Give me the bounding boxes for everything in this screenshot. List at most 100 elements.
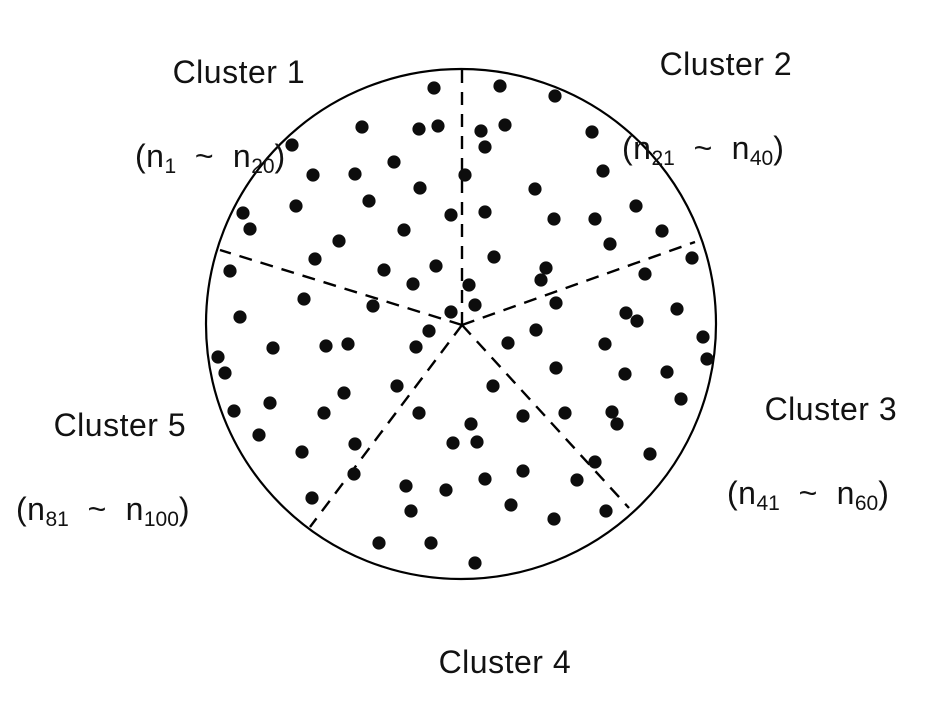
- subscript: 40: [749, 146, 774, 170]
- sample-dot: [412, 406, 426, 420]
- sample-dot: [528, 182, 542, 196]
- cluster-1-label: Cluster 1 (n1 ~ n20): [135, 9, 305, 266]
- sample-dot: [243, 222, 257, 236]
- sample-dot: [337, 386, 351, 400]
- sample-dot: [630, 314, 644, 328]
- sample-dot: [444, 305, 458, 319]
- sample-dot: [474, 124, 488, 138]
- sample-dot: [486, 379, 500, 393]
- cluster-5-range: (n81 ~ n100): [16, 491, 191, 531]
- sample-dot: [439, 483, 453, 497]
- sample-dot: [549, 296, 563, 310]
- cluster-2-range: (n21 ~ n40): [622, 130, 785, 170]
- sample-dot: [341, 337, 355, 351]
- sample-dot: [289, 199, 303, 213]
- sample-dot: [655, 224, 669, 238]
- sample-dot: [588, 455, 602, 469]
- subscript: 20: [251, 154, 275, 178]
- sample-dot: [390, 379, 404, 393]
- subscript: 60: [854, 491, 879, 515]
- subscript: 1: [164, 154, 177, 178]
- sample-dot: [236, 206, 250, 220]
- cluster-3-range: (n41 ~ n60): [727, 475, 890, 515]
- sample-dot: [478, 140, 492, 154]
- sample-dot: [603, 237, 617, 251]
- sample-dot: [306, 168, 320, 182]
- cluster-5-label: Cluster 5 (n81 ~ n100): [16, 362, 190, 619]
- sample-dot: [660, 365, 674, 379]
- sample-dot: [670, 302, 684, 316]
- sample-dot: [233, 310, 247, 324]
- subscript: 21: [651, 146, 675, 170]
- sample-dot: [458, 168, 472, 182]
- sample-dot: [501, 336, 515, 350]
- sample-dot: [638, 267, 652, 281]
- sample-dot: [424, 536, 438, 550]
- cluster-1-title: Cluster 1: [172, 54, 306, 90]
- sample-dot: [227, 404, 241, 418]
- cluster-3-title: Cluster 3: [764, 391, 898, 427]
- sample-dot: [446, 436, 460, 450]
- sample-dot: [387, 155, 401, 169]
- sample-dot: [696, 330, 710, 344]
- sample-dot: [643, 447, 657, 461]
- sample-dot: [585, 125, 599, 139]
- sample-dot: [317, 406, 331, 420]
- sample-dot: [347, 467, 361, 481]
- sample-dot: [406, 277, 420, 291]
- sample-dot: [468, 298, 482, 312]
- sample-dot: [297, 292, 311, 306]
- sample-dot: [252, 428, 266, 442]
- sample-dot: [462, 278, 476, 292]
- sample-dot: [610, 417, 624, 431]
- sample-dot: [372, 536, 386, 550]
- sample-dot: [409, 340, 423, 354]
- sample-dot: [218, 366, 232, 380]
- sample-dot: [399, 479, 413, 493]
- sample-dot: [685, 251, 699, 265]
- sample-dot: [549, 361, 563, 375]
- sample-dot: [493, 79, 507, 93]
- sample-dot: [223, 264, 237, 278]
- sample-dot: [674, 392, 688, 406]
- subscript: 100: [143, 507, 179, 531]
- cluster-5-title: Cluster 5: [53, 407, 187, 443]
- sample-dot: [605, 405, 619, 419]
- sample-dot: [305, 491, 319, 505]
- sample-dot: [570, 473, 584, 487]
- sample-dot: [348, 437, 362, 451]
- sample-dot: [412, 122, 426, 136]
- sample-dot: [478, 205, 492, 219]
- sample-dot: [332, 234, 346, 248]
- sample-dot: [498, 118, 512, 132]
- sample-dot: [285, 138, 299, 152]
- sample-dot: [504, 498, 518, 512]
- sample-dot: [348, 167, 362, 181]
- subscript: 41: [756, 491, 780, 515]
- sector-divider-line-2: [461, 240, 696, 327]
- sample-dot: [516, 409, 530, 423]
- sample-dot: [516, 464, 530, 478]
- sample-dot: [308, 252, 322, 266]
- sample-dot: [700, 352, 714, 366]
- subscript: 81: [45, 507, 69, 531]
- sample-dot: [413, 181, 427, 195]
- sample-dot: [539, 261, 553, 275]
- sample-dot: [431, 119, 445, 133]
- cluster-2-title: Cluster 2: [659, 46, 793, 82]
- sample-dot: [427, 81, 441, 95]
- sample-dot: [263, 396, 277, 410]
- sample-dot: [629, 199, 643, 213]
- sample-dot: [444, 208, 458, 222]
- sample-dot: [468, 556, 482, 570]
- cluster-4-label: Cluster 4 (n61 ~ n80): [401, 599, 571, 712]
- sample-dot: [534, 273, 548, 287]
- sector-divider-line-3: [461, 324, 630, 509]
- sample-dot: [478, 472, 492, 486]
- sample-dot: [362, 194, 376, 208]
- sector-divider-line-4: [309, 324, 463, 528]
- sample-dot: [599, 504, 613, 518]
- sample-dot: [547, 512, 561, 526]
